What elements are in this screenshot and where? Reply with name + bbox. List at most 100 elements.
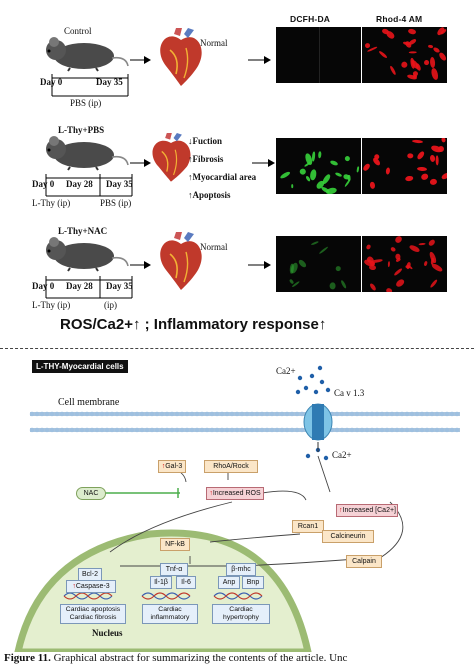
- group-lthy-pbs: L-Thy+PBS: [58, 125, 105, 135]
- lipid-head: [64, 411, 70, 417]
- lipid-head: [389, 427, 395, 433]
- outcome-hypertrophy: Cardiac hypertrophy: [212, 604, 270, 624]
- lipid-head: [214, 411, 220, 417]
- lipid-head: [179, 411, 185, 417]
- lipid-head: [199, 427, 205, 433]
- lipid-head: [44, 427, 50, 433]
- micrograph-cell: [431, 67, 440, 81]
- caption-text: Graphical abstract for summarizing the c…: [53, 652, 348, 664]
- lipid-head: [74, 411, 80, 417]
- micrograph-cell: [387, 261, 391, 268]
- micrograph-cell: [420, 172, 430, 181]
- group-lthy-nac: L-Thy+NAC: [58, 226, 108, 236]
- lipid-head: [184, 427, 190, 433]
- lipid-head: [364, 427, 370, 433]
- lipid-head: [204, 427, 210, 433]
- lipid-head: [284, 427, 290, 433]
- micrograph-cell: [435, 154, 439, 166]
- membrane-label: Cell membrane: [58, 397, 120, 408]
- lipid-head: [279, 427, 285, 433]
- lipid-head: [389, 411, 395, 417]
- lipid-head: [159, 427, 165, 433]
- node-casp3: ↑Caspase-3: [66, 580, 116, 593]
- outcome-inflammatory: Cardiac inflammatory: [142, 604, 198, 624]
- lipid-head: [364, 411, 370, 417]
- micrograph-cell: [404, 264, 410, 268]
- divider: [0, 348, 474, 349]
- lipid-head: [299, 411, 305, 417]
- micrograph-cell: [427, 237, 437, 247]
- node-nac: NAC: [76, 487, 106, 500]
- lipid-head: [299, 427, 305, 433]
- micrograph-cell: [368, 264, 377, 271]
- timeline-day35: Day 35: [106, 281, 133, 291]
- lipid-head: [384, 427, 390, 433]
- micrograph-cell: [309, 168, 318, 181]
- arrow-icon: [130, 56, 151, 64]
- lipid-head: [244, 427, 250, 433]
- node-rhoa: RhoA/Rock: [204, 460, 258, 473]
- lipid-head: [399, 411, 405, 417]
- lipid-head: [199, 411, 205, 417]
- lipid-head: [69, 411, 75, 417]
- col-label-rhod: Rhod-4 AM: [376, 14, 423, 24]
- lipid-head: [129, 427, 135, 433]
- lipid-head: [84, 427, 90, 433]
- lipid-head: [129, 411, 135, 417]
- lipid-head: [224, 411, 230, 417]
- micrograph-cell: [430, 262, 444, 273]
- lipid-head: [69, 427, 75, 433]
- lipid-head: [164, 427, 170, 433]
- lipid-head: [454, 427, 460, 433]
- lipid-head: [404, 427, 410, 433]
- lipid-head: [79, 427, 85, 433]
- lipid-head: [269, 411, 275, 417]
- lipid-head: [254, 411, 260, 417]
- caption-label: Figure 11.: [4, 652, 51, 664]
- lipid-head: [379, 427, 385, 433]
- lipid-head: [294, 427, 300, 433]
- micrograph-cell: [407, 28, 417, 36]
- lipid-head: [229, 411, 235, 417]
- lipid-head: [184, 411, 190, 417]
- channel-label: Ca v 1.3: [334, 388, 365, 398]
- lipid-head: [139, 427, 145, 433]
- outcome-apoptosis-fibrosis: Cardiac apoptosis Cardiac fibrosis: [60, 604, 126, 624]
- lipid-head: [49, 411, 55, 417]
- lipid-head: [374, 427, 380, 433]
- lipid-head: [104, 427, 110, 433]
- micrograph-cell: [411, 139, 423, 144]
- lipid-head: [259, 411, 265, 417]
- micrograph-rhod-lthy-pbs: [362, 138, 447, 194]
- timeline-day28: Day 28: [66, 281, 93, 291]
- micrograph-cell: [369, 282, 377, 292]
- nucleus-label: Nucleus: [92, 628, 123, 638]
- lipid-head: [269, 427, 275, 433]
- ca-bottom-label: Ca2+: [332, 450, 352, 460]
- lipid-head: [399, 427, 405, 433]
- lipid-head: [114, 427, 120, 433]
- lipid-head: [109, 427, 115, 433]
- micrograph-cell: [310, 240, 319, 246]
- lipid-head: [409, 411, 415, 417]
- lipid-head: [154, 427, 160, 433]
- lipid-head: [434, 427, 440, 433]
- lipid-head: [54, 411, 60, 417]
- lipid-head: [454, 411, 460, 417]
- group-control: Control: [64, 26, 92, 36]
- lipid-head: [89, 427, 95, 433]
- lipid-head: [419, 411, 425, 417]
- node-tnfa: Tnf-α: [160, 563, 188, 576]
- micrograph-cell: [437, 51, 447, 62]
- lipid-head: [189, 411, 195, 417]
- figure-caption: Figure 11. Graphical abstract for summar…: [4, 652, 347, 664]
- micrograph-cell: [389, 246, 396, 253]
- micrograph-dcfh-lthy-nac: [276, 236, 361, 292]
- timeline: [45, 276, 133, 299]
- micrograph-cell: [317, 151, 322, 159]
- lipid-head: [289, 427, 295, 433]
- lipid-head: [384, 411, 390, 417]
- lipid-head: [159, 411, 165, 417]
- lipid-head: [149, 411, 155, 417]
- lipid-head: [334, 427, 340, 433]
